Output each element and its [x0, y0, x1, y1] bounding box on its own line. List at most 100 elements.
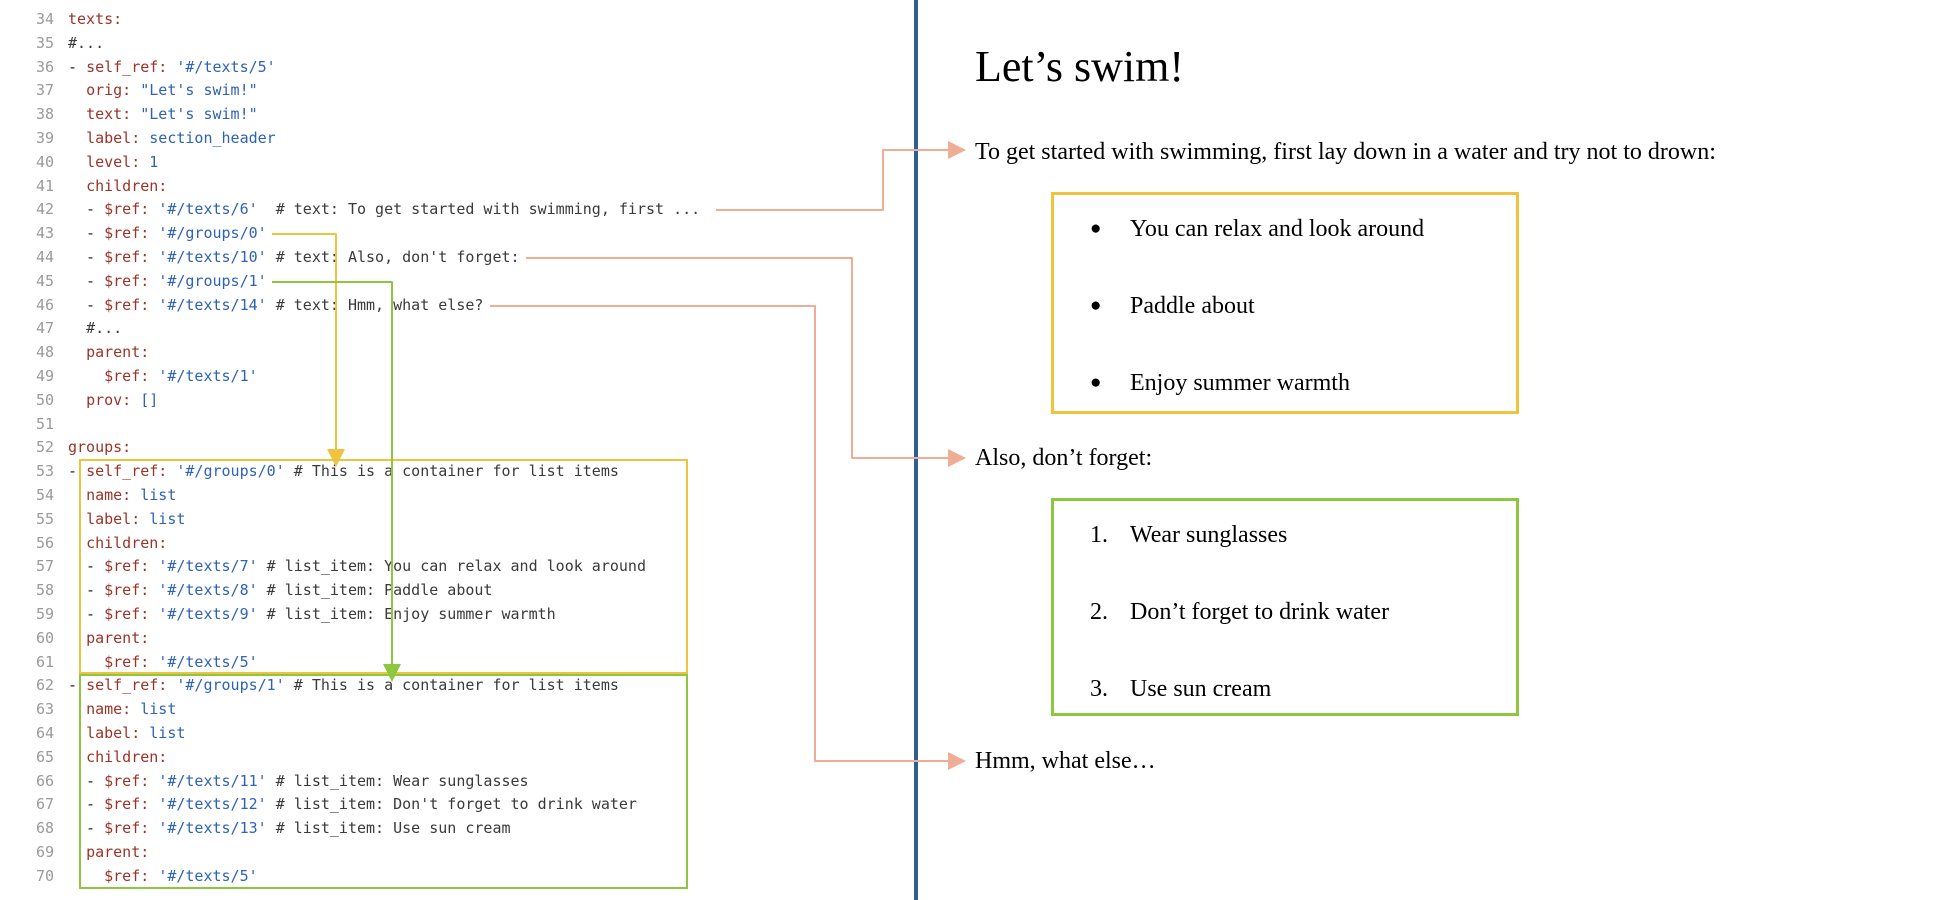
line-number: 58: [35, 581, 54, 600]
code-line: 44 - $ref: '#/texts/10' # text: Also, do…: [0, 246, 910, 270]
code-line-content: label: list: [86, 509, 186, 528]
line-number: 39: [35, 128, 54, 147]
line-number: 40: [35, 152, 54, 171]
pane-divider: [914, 0, 918, 900]
code-line: 35 #...: [0, 32, 910, 56]
code-line-content: #...: [86, 319, 123, 338]
line-number: 52: [35, 438, 54, 457]
code-line-content: - $ref: '#/texts/11' # list_item: Wear s…: [68, 771, 529, 790]
code-line: 39 label: section_header: [0, 127, 910, 151]
line-number: 38: [35, 105, 54, 124]
bullet-list-item: ● Enjoy summer warmth: [1090, 368, 1350, 398]
line-number: 55: [35, 509, 54, 528]
code-line-content: - $ref: '#/groups/1': [68, 271, 267, 290]
code-line-content: orig: "Let's swim!": [86, 81, 258, 100]
code-line-content: - $ref: '#/texts/14' # text: Hmm, what e…: [68, 295, 484, 314]
code-line: 49 $ref: '#/texts/1': [0, 365, 910, 389]
code-line-content: prov: []: [86, 390, 159, 409]
code-line-content: - $ref: '#/texts/6' # text: To get start…: [68, 200, 701, 219]
line-number: 36: [35, 57, 54, 76]
line-number: 70: [35, 866, 54, 885]
code-line-content: level: 1: [86, 152, 159, 171]
numbered-list-item: 1. Wear sunglasses: [1090, 520, 1287, 550]
code-line-content: parent:: [86, 842, 150, 861]
bullet-icon: ●: [1090, 372, 1102, 393]
code-line: 63 name: list: [0, 698, 910, 722]
code-line: 64 label: list: [0, 722, 910, 746]
line-number: 68: [35, 819, 54, 838]
code-line: 58 - $ref: '#/texts/8' # list_item: Padd…: [0, 579, 910, 603]
numbered-item-text: Use sun cream: [1130, 676, 1272, 702]
line-number: 60: [35, 628, 54, 647]
bullet-list-item: ● You can relax and look around: [1090, 214, 1424, 244]
also-paragraph: Also, don’t forget:: [975, 445, 1153, 471]
numbered-item-text: Don’t forget to drink water: [1130, 599, 1390, 625]
line-number: 41: [35, 176, 54, 195]
code-line: 55 label: list: [0, 508, 910, 532]
code-line-content: - $ref: '#/groups/0': [68, 224, 267, 243]
bullet-item-text: Paddle about: [1130, 293, 1255, 319]
list-number: 3.: [1090, 676, 1108, 702]
code-line-content: - $ref: '#/texts/7' # list_item: You can…: [68, 557, 646, 576]
code-line-content: - self_ref: '#/groups/1' # This is a con…: [68, 676, 619, 695]
code-line: 67 - $ref: '#/texts/12' # list_item: Don…: [0, 793, 910, 817]
code-line-content: #...: [68, 33, 105, 52]
code-line: 38 text: "Let's swim!": [0, 103, 910, 127]
code-line: 69 parent:: [0, 841, 910, 865]
line-number: 37: [35, 81, 54, 100]
code-line: 46 - $ref: '#/texts/14' # text: Hmm, wha…: [0, 294, 910, 318]
code-line-content: - self_ref: '#/texts/5': [68, 57, 276, 76]
code-line-content: groups:: [68, 438, 132, 457]
code-line: 54 name: list: [0, 484, 910, 508]
bullet-icon: ●: [1090, 218, 1102, 239]
code-line-content: label: section_header: [86, 128, 276, 147]
code-line: 65 children:: [0, 746, 910, 770]
line-number: 35: [35, 33, 54, 52]
line-number: 51: [35, 414, 54, 433]
numbered-list-box: 1. Wear sunglasses 2. Don’t forget to dr…: [1051, 498, 1519, 716]
code-line: 66 - $ref: '#/texts/11' # list_item: Wea…: [0, 770, 910, 794]
code-line-content: - $ref: '#/texts/8' # list_item: Paddle …: [68, 581, 493, 600]
line-number: 53: [35, 462, 54, 481]
list-number: 1.: [1090, 522, 1108, 548]
line-number: 44: [35, 247, 54, 266]
code-line: 42 - $ref: '#/texts/6' # text: To get st…: [0, 198, 910, 222]
code-line-content: children:: [86, 176, 168, 195]
line-number: 65: [35, 747, 54, 766]
intro-paragraph: To get started with swimming, first lay …: [975, 139, 1716, 165]
line-number: 56: [35, 533, 54, 552]
code-line: 41 children:: [0, 175, 910, 199]
bullet-list-box: ● You can relax and look around ● Paddle…: [1051, 192, 1519, 414]
line-number: 62: [35, 676, 54, 695]
code-line: 47 #...: [0, 317, 910, 341]
bullet-icon: ●: [1090, 295, 1102, 316]
code-line-content: name: list: [86, 485, 177, 504]
line-number: 57: [35, 557, 54, 576]
code-line-content: parent:: [86, 628, 150, 647]
line-number: 66: [35, 771, 54, 790]
code-line-content: - $ref: '#/texts/9' # list_item: Enjoy s…: [68, 604, 556, 623]
code-line: 51: [0, 413, 910, 437]
document-title: Let’s swim!: [975, 42, 1184, 91]
line-number: 59: [35, 604, 54, 623]
code-line-content: name: list: [86, 700, 177, 719]
code-line: 61 $ref: '#/texts/5': [0, 651, 910, 675]
code-line: 53 - self_ref: '#/groups/0' # This is a c…: [0, 460, 910, 484]
line-number: 49: [35, 366, 54, 385]
numbered-item-text: Wear sunglasses: [1130, 522, 1288, 548]
line-number: 61: [35, 652, 54, 671]
line-number: 63: [35, 700, 54, 719]
code-line-content: texts:: [68, 10, 123, 28]
code-line: 56 children:: [0, 532, 910, 556]
numbered-list-item: 2. Don’t forget to drink water: [1090, 597, 1389, 627]
code-line-content: $ref: '#/texts/5': [104, 866, 258, 885]
code-line: 45 - $ref: '#/groups/1': [0, 270, 910, 294]
code-line-content: $ref: '#/texts/1': [104, 366, 258, 385]
code-line-content: $ref: '#/texts/5': [104, 652, 258, 671]
code-line: 43 - $ref: '#/groups/0': [0, 222, 910, 246]
code-line-content: - self_ref: '#/groups/0' # This is a con…: [68, 462, 619, 481]
code-line-content: parent:: [86, 343, 150, 362]
line-number: 54: [35, 485, 54, 504]
